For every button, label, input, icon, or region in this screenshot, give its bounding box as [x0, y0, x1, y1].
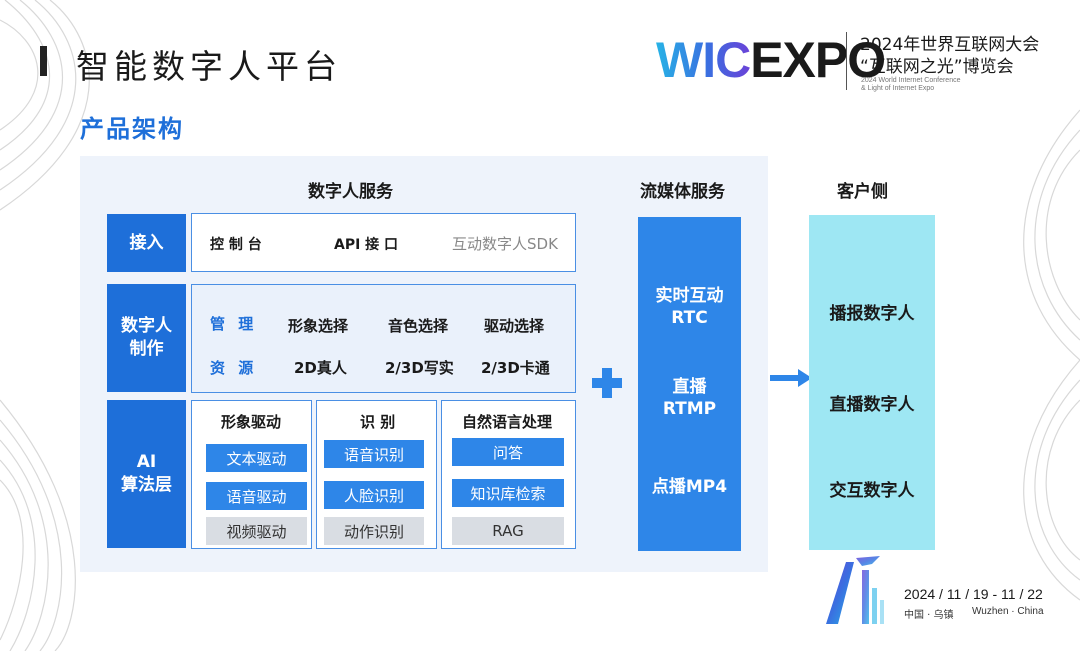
manage-item-appearance: 形象选择 — [288, 315, 348, 336]
chip-video-driving: 视频驱动 — [206, 517, 307, 545]
production-label-line1: 数字人 — [121, 315, 172, 338]
client-item-interactive: 交互数字人 — [809, 476, 935, 501]
production-label: 数字人制作 — [107, 284, 186, 392]
stream-mp4-line1: 点播MP4 — [638, 476, 741, 498]
chip-voice-driving: 语音驱动 — [206, 482, 307, 510]
right-arrow-icon — [770, 369, 812, 387]
ai-label-line1: AI — [121, 451, 172, 474]
client-item-live: 直播数字人 — [809, 390, 935, 415]
chip-rag: RAG — [452, 517, 564, 545]
stream-item-mp4: 点播MP4 — [638, 476, 741, 498]
resource-item-realistic: 2/3D写实 — [385, 357, 454, 378]
manage-item-voice: 音色选择 — [388, 315, 448, 336]
access-item-console: 控 制 台 — [210, 234, 262, 254]
chip-speech-recognition: 语音识别 — [324, 440, 424, 468]
client-heading: 客户侧 — [837, 177, 888, 202]
logo-wordmark: WICEXPO — [656, 34, 885, 86]
ai-group-recognition-title: 识 别 — [360, 411, 395, 432]
logo-divider — [846, 32, 847, 90]
chip-qa: 问答 — [452, 438, 564, 466]
chip-text-driving: 文本驱动 — [206, 444, 307, 472]
plus-icon — [592, 368, 622, 398]
expo-emblem-icon — [822, 548, 902, 628]
chip-face-recognition: 人脸识别 — [324, 481, 424, 509]
footer-date: 2024 / 11 / 19 - 11 / 22 — [904, 586, 1043, 602]
access-label: 接入 — [107, 214, 186, 272]
client-item-broadcast: 播报数字人 — [809, 299, 935, 324]
client-box: 播报数字人 直播数字人 交互数字人 — [809, 215, 935, 550]
footer-location-cn: 中国 · 乌镇 — [904, 606, 954, 621]
footer-location-en: Wuzhen · China — [972, 606, 1044, 617]
digital-service-heading: 数字人服务 — [308, 177, 393, 202]
resource-label: 资 源 — [210, 357, 257, 378]
logo-wic: WIC — [656, 32, 750, 88]
stream-rtmp-line1: 直播 — [638, 376, 741, 398]
title-accent-bar — [40, 46, 47, 76]
access-item-sdk: 互动数字人SDK — [452, 233, 558, 254]
stream-item-rtc: 实时互动 RTC — [638, 285, 741, 329]
ai-group-nlp-title: 自然语言处理 — [462, 411, 552, 432]
stream-rtc-line1: 实时互动 — [638, 285, 741, 307]
resource-item-2d-real: 2D真人 — [294, 357, 347, 378]
production-label-line2: 制作 — [121, 338, 172, 361]
logo-en-line2: & Light of Internet Expo — [861, 85, 934, 92]
stream-item-rtmp: 直播 RTMP — [638, 376, 741, 420]
section-title: 产品架构 — [80, 109, 184, 144]
stream-rtc-line2: RTC — [638, 307, 741, 329]
stream-rtmp-line2: RTMP — [638, 398, 741, 420]
access-item-api: API 接 口 — [334, 234, 398, 254]
manage-label: 管 理 — [210, 313, 257, 334]
logo-cn-line2: “互联网之光”博览会 — [860, 52, 1014, 77]
resource-item-cartoon: 2/3D卡通 — [481, 357, 550, 378]
page-title: 智能数字人平台 — [76, 40, 342, 88]
ai-label-line2: 算法层 — [121, 474, 172, 497]
logo-en-line1: 2024 World Internet Conference — [861, 77, 961, 84]
chip-knowledge-search: 知识库检索 — [452, 479, 564, 507]
streaming-heading: 流媒体服务 — [640, 177, 725, 202]
chip-action-recognition: 动作识别 — [324, 517, 424, 545]
streaming-box: 实时互动 RTC 直播 RTMP 点播MP4 — [638, 217, 741, 551]
ai-group-driving-title: 形象驱动 — [221, 411, 281, 432]
manage-item-driver: 驱动选择 — [484, 315, 544, 336]
